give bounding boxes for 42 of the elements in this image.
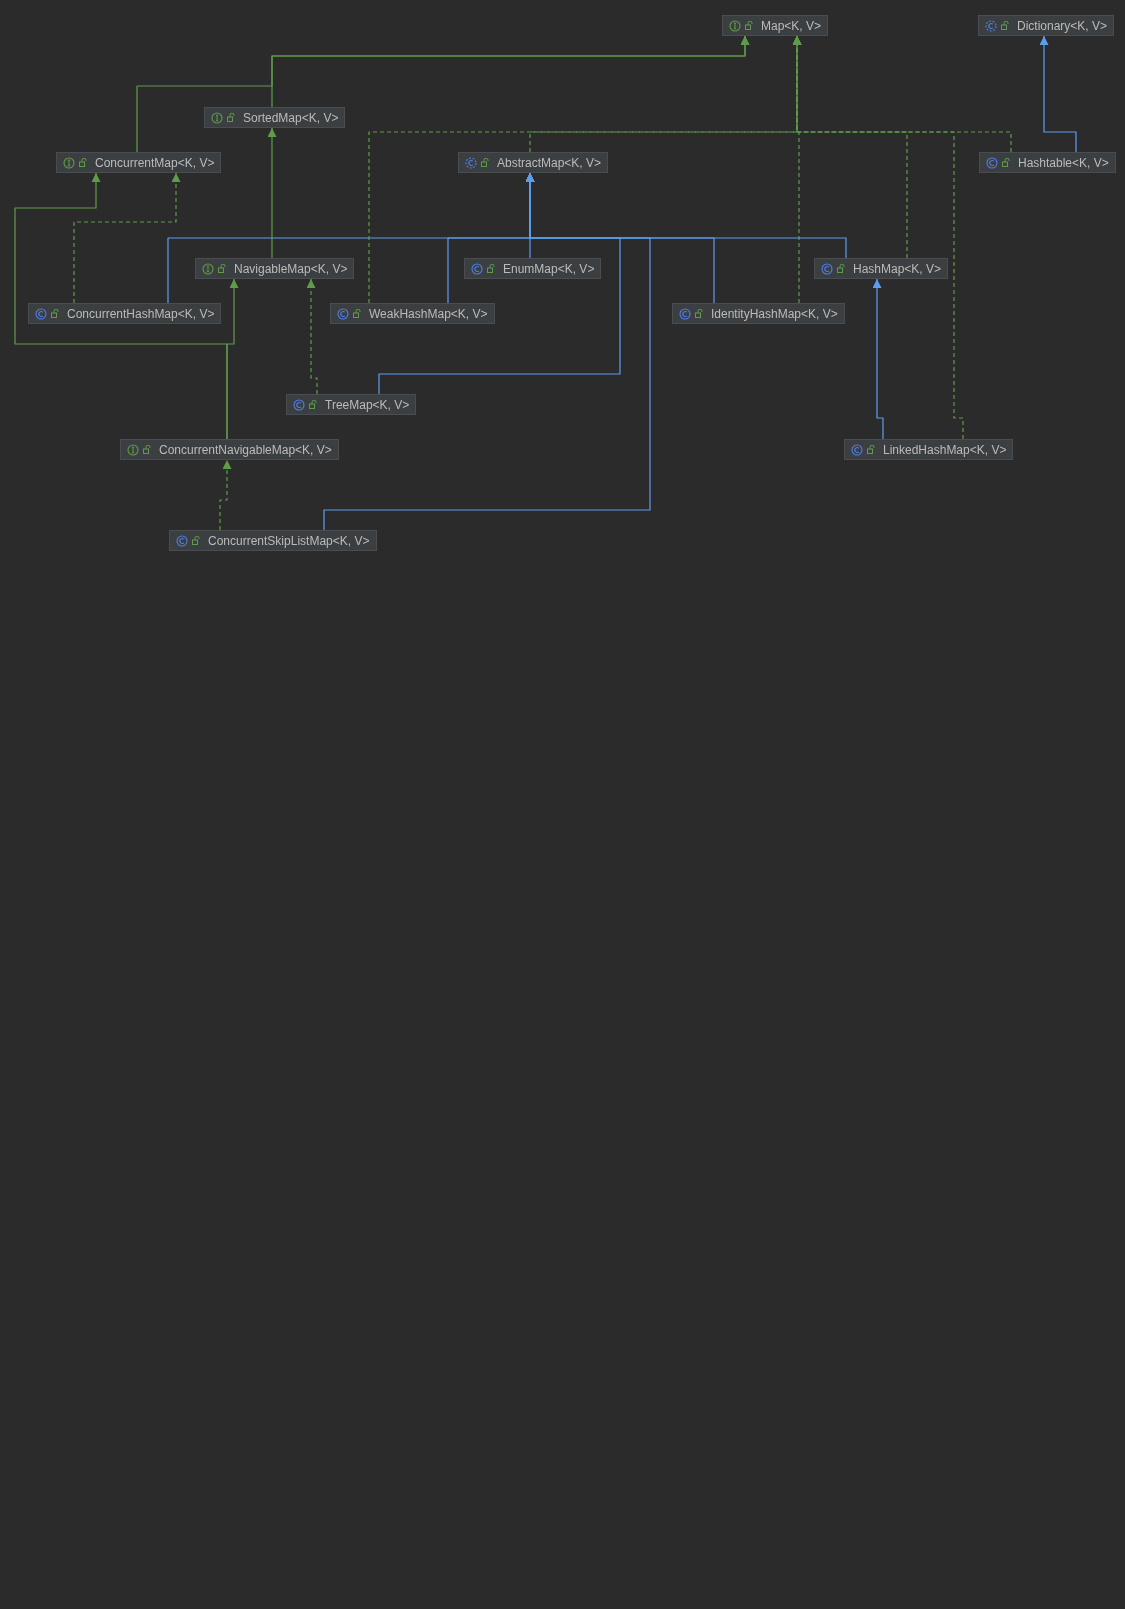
class-box xyxy=(204,107,346,128)
class-name: WeakHashMap<K, V> xyxy=(369,305,488,323)
class-name: HashMap<K, V> xyxy=(853,260,942,278)
class-box xyxy=(286,394,417,415)
class-name: NavigableMap<K, V> xyxy=(234,260,348,278)
class-box xyxy=(464,258,602,279)
class-name: SortedMap<K, V> xyxy=(243,109,339,127)
class-name: ConcurrentSkipListMap<K, V> xyxy=(208,532,370,550)
class-box xyxy=(979,152,1116,173)
arrow xyxy=(14,172,228,440)
arrow xyxy=(267,127,277,259)
class-box xyxy=(195,258,355,279)
dashed-arrow xyxy=(792,35,964,440)
class-box xyxy=(722,15,829,36)
dashed-arrow xyxy=(73,172,181,304)
class-box xyxy=(169,530,377,551)
class-name: ConcurrentHashMap<K, V> xyxy=(67,305,215,323)
class-name: LinkedHashMap<K, V> xyxy=(883,441,1007,459)
class-name: ConcurrentMap<K, V> xyxy=(95,154,215,172)
class-box xyxy=(28,303,222,324)
class-name: AbstractMap<K, V> xyxy=(497,154,602,172)
dashed-arrow xyxy=(219,459,232,531)
class-box xyxy=(458,152,609,173)
arrow xyxy=(872,278,884,440)
class-box xyxy=(814,258,949,279)
arrow xyxy=(271,35,750,108)
arrow xyxy=(525,172,847,259)
class-name: TreeMap<K, V> xyxy=(325,396,410,414)
class-box xyxy=(56,152,222,173)
class-name: ConcurrentNavigableMap<K, V> xyxy=(159,441,332,459)
class-name: EnumMap<K, V> xyxy=(503,260,595,278)
dashed-arrow xyxy=(306,278,318,395)
class-box xyxy=(330,303,495,324)
class-name: Hashtable<K, V> xyxy=(1018,154,1109,172)
class-box xyxy=(120,439,339,460)
class-name: Dictionary<K, V> xyxy=(1017,17,1108,35)
arrow xyxy=(1039,35,1077,153)
class-box xyxy=(672,303,845,324)
class-box xyxy=(844,439,1014,460)
class-box xyxy=(978,15,1115,36)
class-name: IdentityHashMap<K, V> xyxy=(711,305,838,323)
class-name: Map<K, V> xyxy=(761,17,822,35)
